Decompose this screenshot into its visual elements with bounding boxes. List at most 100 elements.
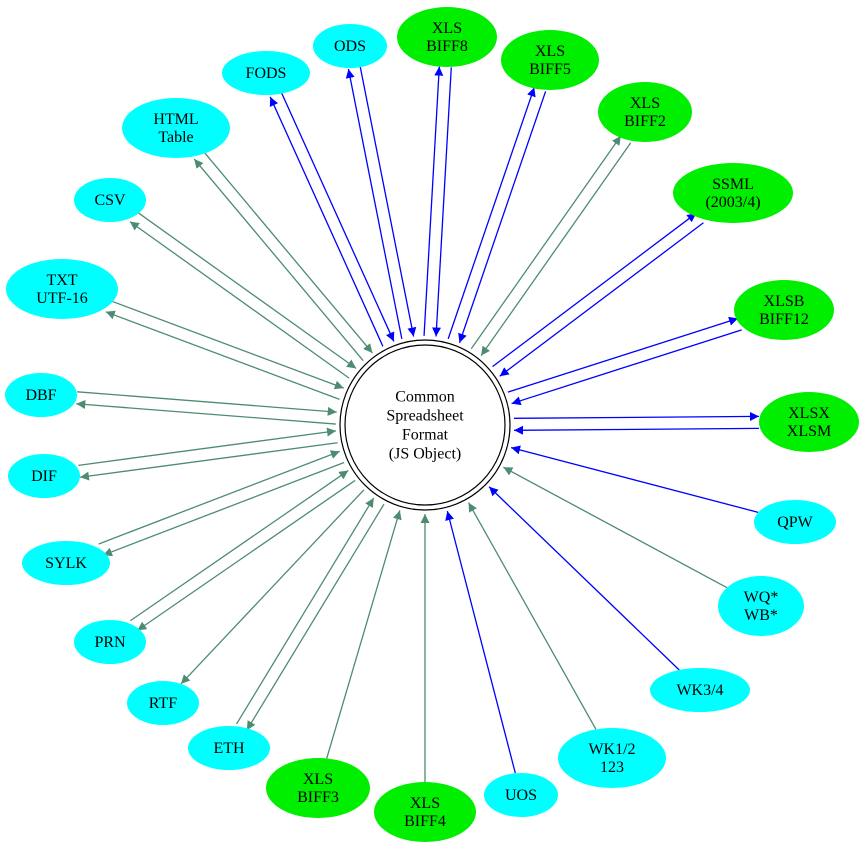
txt-utf16-read-edge [109,299,344,390]
xls-biff5-write-edge [447,87,536,340]
qpw-label-line-1: QPW [777,514,813,531]
wk34-label-line-1: WK3/4 [676,682,723,699]
wk12-read-edge [468,502,597,730]
node-uos: UOS [484,773,558,817]
xls-biff2-read-edge [480,142,632,357]
xls-biff3-label-line-2: BIFF3 [297,789,339,806]
dif-label-line-1: DIF [31,468,57,485]
csv-read-edge [136,211,357,369]
ssml-read-edge [499,222,704,377]
txt-utf16-label-line-2: UTF-16 [36,290,88,307]
prn-label-line-1: PRN [94,634,126,651]
xls-biff2-write-edge [470,135,622,350]
eth-label-line-1: ETH [213,740,245,757]
node-wq-wb: WQ*WB* [718,576,804,636]
csv-node-shape [74,178,146,222]
node-csv: CSV [74,178,146,222]
xls-biff5-label-line-2: BIFF5 [529,61,571,78]
qpw-read-edge [510,445,759,513]
node-qpw: QPW [754,500,836,544]
xls-biff8-read-edge [432,67,452,337]
ssml-node-shape [673,163,793,223]
fods-node-shape [222,51,310,95]
sylk-node-shape [22,541,110,585]
xlsb-write-edge [507,316,739,393]
wk12-label-line-1: WK1/2 [588,741,635,758]
eth-write-edge [246,503,385,731]
wk12-node-shape [558,728,666,788]
csv-write-edge [129,221,350,379]
edges-layer [76,66,760,782]
dbf-label-line-1: DBF [25,387,56,404]
xlsx-node-shape [759,392,859,452]
node-dbf: DBF [5,373,77,417]
center-label-line-2: Spreadsheet [386,408,464,425]
ods-node-shape [313,24,387,68]
node-ssml: SSML(2003/4) [673,163,793,223]
xls-biff4-label-line-1: XLS [410,795,440,812]
sylk-label-line-1: SYLK [45,555,87,572]
xlsx-write-edge [513,411,759,421]
xlsb-read-edge [511,329,742,406]
ods-label-line-1: ODS [334,38,366,55]
center-inner-ring [344,344,506,506]
xls-biff3-label-line-1: XLS [303,771,333,788]
dif-node-shape [8,454,80,498]
ods-write-edge [345,68,403,339]
wk34-read-edge [488,486,680,671]
wq-wb-label-line-2: WB* [744,607,778,624]
dif-read-edge [78,427,337,466]
rtf-write-edge [180,489,365,685]
rtf-label-line-1: RTF [149,695,177,712]
xls-biff5-read-edge [458,91,547,343]
csv-label-line-1: CSV [94,192,126,209]
center-label-line-1: Common [395,389,455,406]
html-table-read-edge [202,150,373,354]
node-wk34: WK3/4 [650,668,750,712]
wq-wb-read-edge [503,466,728,589]
ods-read-edge [359,66,417,337]
prn-node-shape [74,620,146,664]
xls-biff2-label-line-2: BIFF2 [624,113,666,130]
sylk-write-edge [102,461,345,557]
fods-write-edge [269,96,384,347]
xls-biff8-label-line-1: XLS [432,20,462,37]
xls-biff5-node-shape [501,30,599,90]
ssml-label-line-2: (2003/4) [705,194,760,211]
xls-biff8-node-shape [397,7,497,67]
html-table-label-line-2: Table [158,129,193,146]
xlsx-read-edge [514,425,760,435]
node-rtf: RTF [127,681,199,725]
xlsb-label-line-2: BIFF12 [759,311,809,328]
xls-biff3-read-edge [326,510,402,759]
xls-biff2-label-line-1: XLS [630,95,660,112]
eth-read-edge [236,497,375,725]
xlsb-node-shape [734,280,834,340]
xlsb-label-line-1: XLSB [764,293,805,310]
ssml-write-edge [492,212,697,368]
center-label-line-3: Format [402,427,449,444]
xls-biff4-label-line-2: BIFF4 [404,813,446,830]
xls-biff2-node-shape [598,82,692,142]
sylk-read-edge [98,450,341,545]
wq-wb-label-line-1: WQ* [744,589,779,606]
rtf-node-shape [127,681,199,725]
prn-read-edge [130,470,349,622]
center-label-line-4: (JS Object) [389,446,461,463]
ssml-label-line-1: SSML [712,176,754,193]
xls-biff8-write-edge [423,66,444,336]
xls-biff8-label-line-2: BIFF8 [426,38,468,55]
txt-utf16-node-shape [6,259,118,319]
